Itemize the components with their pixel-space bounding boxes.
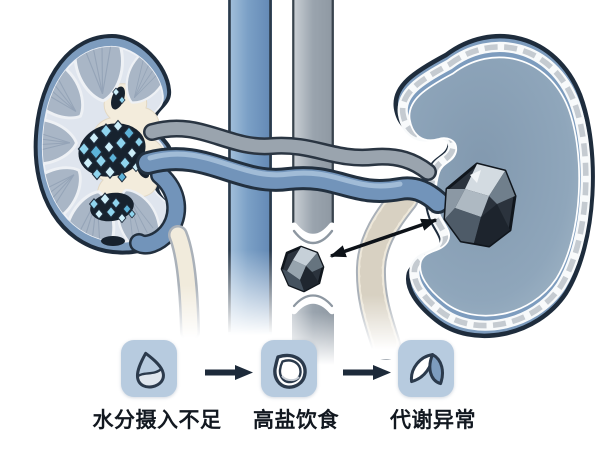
renal-vessels [136,119,450,214]
fade-overlays [166,250,406,374]
right-arrow-icon [205,365,253,380]
tube-upper-cup [290,222,336,241]
cause-label-salt: 高盐饮食 [253,409,339,432]
salt-bowl-icon [273,353,307,389]
cause-arrow-2 [341,364,391,381]
water-drop-icon [135,351,165,388]
stone-comparison-arrow [329,218,438,258]
kidney-stone-large [443,162,517,248]
cause-icon-metabolism [398,340,454,397]
cause-icon-salt [261,340,317,397]
ureter-stone [280,245,325,293]
metabolism-leaves-icon [410,352,444,385]
cause-label-water: 水分摄入不足 [92,409,222,432]
cause-icon-water [121,340,177,397]
tube-lower-cup [290,297,336,315]
cause-label-metabolism: 代谢异常 [390,409,476,432]
left-kidney [33,34,200,342]
cause-arrow-1 [203,364,253,381]
right-arrow-icon [343,365,391,380]
